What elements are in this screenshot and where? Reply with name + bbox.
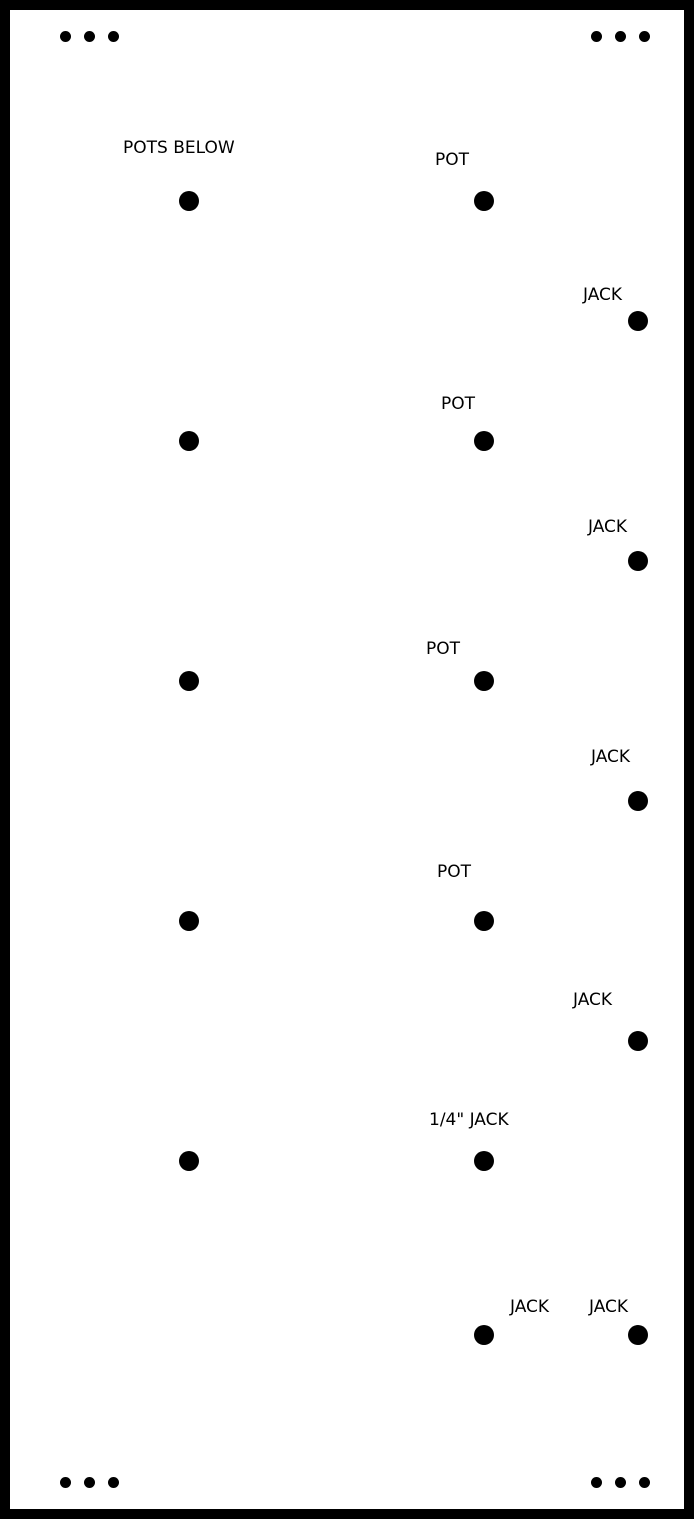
hole-left-5 [179, 1151, 199, 1171]
pot-hole-left-3 [179, 671, 199, 691]
pot-hole-1 [474, 191, 494, 211]
mount-hole-top-left-2 [83, 30, 95, 42]
label-jack-bottom-left: JACK [510, 1297, 550, 1317]
jack-hole-3 [628, 791, 648, 811]
mount-hole-bottom-right-3 [638, 1476, 650, 1488]
pot-hole-left-2 [179, 431, 199, 451]
panel-faceplate: POTS BELOW POT JACK POT JACK POT JACK PO… [10, 10, 684, 1509]
pot-hole-left-4 [179, 911, 199, 931]
jack-hole-bottom-left [474, 1325, 494, 1345]
label-jack-2: JACK [588, 517, 628, 537]
pot-hole-3 [474, 671, 494, 691]
pot-hole-left-1 [179, 191, 199, 211]
pot-hole-4 [474, 911, 494, 931]
label-jack-4: JACK [573, 990, 613, 1010]
mount-hole-top-right-1 [590, 30, 602, 42]
label-jack-bottom-right: JACK [589, 1297, 629, 1317]
mount-hole-bottom-left-1 [59, 1476, 71, 1488]
mount-hole-top-left-3 [107, 30, 119, 42]
label-jack-3: JACK [591, 747, 631, 767]
label-pot-3: POT [426, 639, 461, 659]
pot-hole-2 [474, 431, 494, 451]
label-pots-below: POTS BELOW [123, 138, 235, 158]
mount-hole-bottom-left-3 [107, 1476, 119, 1488]
mount-hole-bottom-right-1 [590, 1476, 602, 1488]
mount-hole-top-right-3 [638, 30, 650, 42]
mount-hole-top-right-2 [614, 30, 626, 42]
jack-hole-1 [628, 311, 648, 331]
label-pot-1: POT [435, 150, 470, 170]
quarter-jack-hole [474, 1151, 494, 1171]
jack-hole-2 [628, 551, 648, 571]
label-pot-2: POT [441, 394, 476, 414]
jack-hole-bottom-right [628, 1325, 648, 1345]
jack-hole-4 [628, 1031, 648, 1051]
label-pot-4: POT [437, 862, 472, 882]
label-quarter-jack: 1/4" JACK [429, 1110, 509, 1130]
mount-hole-bottom-left-2 [83, 1476, 95, 1488]
mount-hole-top-left-1 [59, 30, 71, 42]
mount-hole-bottom-right-2 [614, 1476, 626, 1488]
label-jack-1: JACK [583, 285, 623, 305]
